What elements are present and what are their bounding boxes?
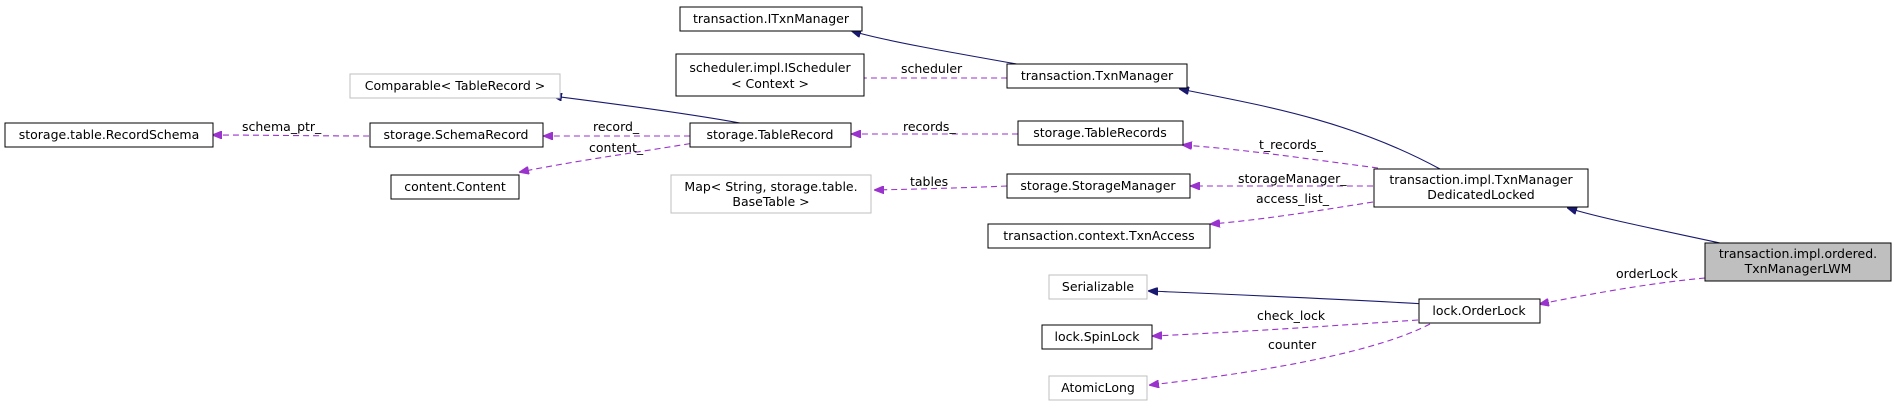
class-label: lock.SpinLock xyxy=(1055,329,1141,344)
edge-label-record: record_ xyxy=(593,119,640,134)
class-node-tablerecord[interactable]: storage.TableRecord xyxy=(689,122,852,148)
edge-label-order-lock: orderLock xyxy=(1616,266,1679,281)
class-label: AtomicLong xyxy=(1061,380,1135,395)
edge-label-tables: tables xyxy=(910,174,948,189)
class-node-comparable[interactable]: Comparable< TableRecord > xyxy=(349,73,561,99)
class-label: storage.TableRecords xyxy=(1033,125,1166,140)
class-label: transaction.TxnManager xyxy=(1021,68,1174,83)
edge-tables xyxy=(875,185,1008,190)
class-label: < Context > xyxy=(731,76,809,91)
edge-label-check-lock: check_lock xyxy=(1257,308,1326,323)
class-label: storage.SchemaRecord xyxy=(384,127,529,142)
class-node-itxnmanager[interactable]: transaction.ITxnManager xyxy=(679,6,863,32)
class-label: BaseTable > xyxy=(732,194,809,209)
class-node-txnmanagerlwm[interactable]: transaction.impl.ordered. TxnManagerLWM xyxy=(1704,242,1892,282)
edge-t-records xyxy=(1183,145,1379,169)
edge-order-lock xyxy=(1540,277,1706,304)
class-node-serializable[interactable]: Serializable xyxy=(1048,274,1148,300)
edge-label-storage-manager: storageManager_ xyxy=(1238,171,1347,186)
edge-label-content: content_ xyxy=(589,140,644,155)
class-label: Serializable xyxy=(1062,279,1134,294)
class-node-tablerecords[interactable]: storage.TableRecords xyxy=(1017,120,1184,146)
edge-txnmanager-inherits-itxnmanager xyxy=(852,31,1029,67)
edge-counter xyxy=(1150,323,1431,385)
class-node-schemarecord[interactable]: storage.SchemaRecord xyxy=(369,122,544,148)
class-label: transaction.ITxnManager xyxy=(693,11,850,26)
class-label: TxnManagerLWM xyxy=(1744,261,1852,276)
class-label: scheduler.impl.IScheduler xyxy=(689,60,851,75)
class-node-ischeduler[interactable]: scheduler.impl.IScheduler < Context > xyxy=(675,53,865,97)
class-label: storage.table.RecordSchema xyxy=(19,127,200,142)
class-node-map-basetable[interactable]: Map< String, storage.table. BaseTable > xyxy=(670,174,872,214)
edge-lwm-inherits-dedicatedlocked xyxy=(1568,208,1721,244)
class-label: transaction.context.TxnAccess xyxy=(1003,228,1194,243)
class-label: transaction.impl.TxnManager xyxy=(1389,172,1573,187)
class-label: storage.TableRecord xyxy=(707,127,834,142)
edge-orderlock-inherits-serializable xyxy=(1149,291,1426,305)
edge-content xyxy=(520,141,701,172)
class-node-txnmanager[interactable]: transaction.TxnManager xyxy=(1006,63,1188,89)
edge-label-access-list: access_list_ xyxy=(1256,191,1330,206)
class-node-txnaccess[interactable]: transaction.context.TxnAccess xyxy=(987,223,1211,249)
class-label: DedicatedLocked xyxy=(1427,187,1534,202)
edge-schema-ptr xyxy=(213,135,370,136)
class-label: lock.OrderLock xyxy=(1432,303,1526,318)
class-label: Map< String, storage.table. xyxy=(684,179,857,194)
class-node-recordschema[interactable]: storage.table.RecordSchema xyxy=(4,122,214,148)
edge-label-scheduler: scheduler xyxy=(901,61,963,76)
class-node-content[interactable]: content.Content xyxy=(390,174,520,200)
edge-dedicatedlocked-inherits-txnmanager xyxy=(1180,89,1441,170)
edge-label-t-records: t_records_ xyxy=(1259,137,1324,152)
class-label: Comparable< TableRecord > xyxy=(365,78,545,93)
class-label: content.Content xyxy=(404,179,506,194)
class-node-spinlock[interactable]: lock.SpinLock xyxy=(1041,324,1153,350)
class-node-atomiclong[interactable]: AtomicLong xyxy=(1048,375,1148,401)
class-node-dedicatedlocked[interactable]: transaction.impl.TxnManager DedicatedLoc… xyxy=(1373,168,1589,208)
class-label: transaction.impl.ordered. xyxy=(1719,246,1877,261)
edge-label-counter: counter xyxy=(1268,337,1317,352)
edge-tablerecord-inherits-comparable xyxy=(553,96,741,124)
class-node-storagemanager[interactable]: storage.StorageManager xyxy=(1006,173,1191,199)
edge-access-list xyxy=(1211,201,1374,224)
edge-label-schema-ptr: schema_ptr_ xyxy=(242,119,322,134)
class-node-orderlock[interactable]: lock.OrderLock xyxy=(1418,298,1541,324)
edge-label-records: records_ xyxy=(903,119,956,134)
class-label: storage.StorageManager xyxy=(1020,178,1176,193)
edge-check-lock xyxy=(1153,319,1419,336)
